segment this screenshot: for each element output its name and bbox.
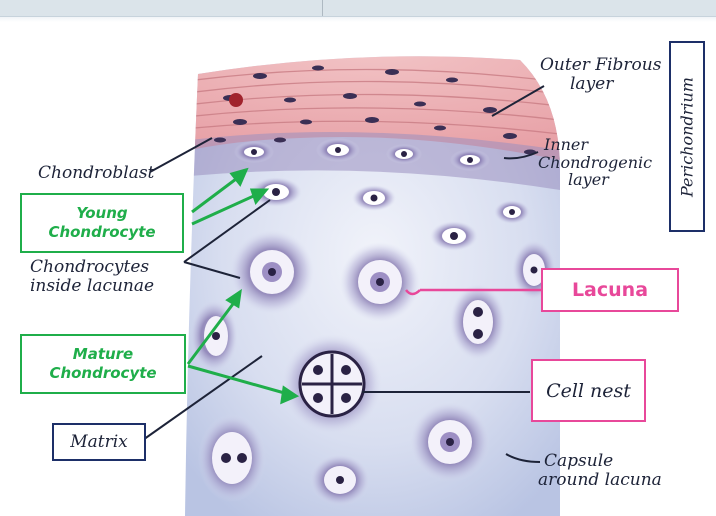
chondrocytes-inside-lacunae-label: Chondrocytes inside lacunae: [30, 258, 154, 295]
perichondrium-label: Perichondrium: [678, 77, 697, 197]
matrix-box: Matrix: [52, 423, 146, 461]
young-chondrocyte-box: Young Chondrocyte: [20, 193, 184, 253]
blood-vessel: [229, 93, 243, 107]
perichondrium-box: Perichondrium: [669, 41, 705, 232]
mature-chondrocyte-box: Mature Chondrocyte: [20, 334, 186, 394]
inner-chondrogenic-layer-label: Inner Chondrogenic layer: [538, 136, 652, 189]
lacuna-box: Lacuna: [541, 268, 679, 312]
chondroblast-label: Chondroblast: [38, 164, 154, 183]
cell-nest-box: Cell nest: [531, 359, 646, 422]
outer-fibrous-layer-label: Outer Fibrous layer: [540, 56, 661, 93]
cell-nest-group: [282, 334, 382, 434]
capsule-around-lacuna-label: Capsule around lacuna: [538, 452, 662, 489]
